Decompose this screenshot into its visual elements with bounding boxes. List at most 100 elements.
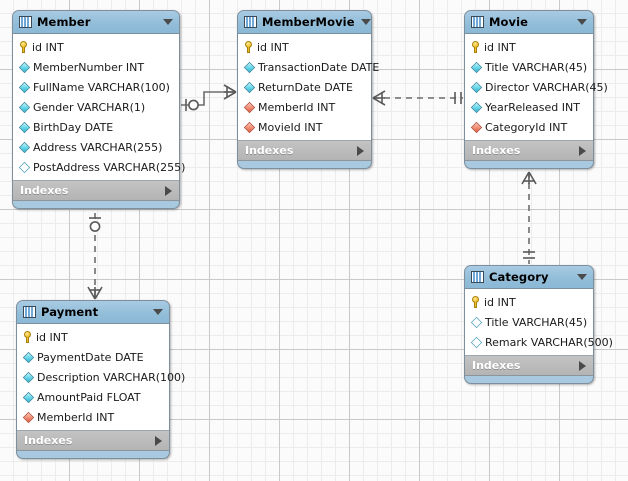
fk-diamond-icon (243, 121, 256, 133)
indexes-label: Indexes (24, 434, 73, 447)
column-row[interactable]: Address VARCHAR(255) (13, 137, 179, 157)
entity-header-category[interactable]: Category (465, 266, 593, 289)
hollow-diamond-icon (470, 316, 483, 328)
column-label: MovieId INT (258, 120, 323, 134)
chevron-down-icon[interactable] (153, 309, 163, 315)
column-label: MemberId INT (37, 410, 115, 424)
column-row[interactable]: Remark VARCHAR(500) (465, 332, 613, 352)
column-row[interactable]: FullName VARCHAR(100) (13, 77, 179, 97)
table-icon (244, 16, 257, 28)
column-label: TransactionDate DATE (258, 60, 380, 74)
chevron-right-icon[interactable] (357, 145, 364, 156)
column-row[interactable]: BirthDay DATE (13, 117, 179, 137)
column-row[interactable]: MemberNumber INT (13, 57, 179, 77)
column-label: PostAddress VARCHAR(255) (33, 160, 186, 174)
entity-member[interactable]: Member id INT MemberNumber INT FullName … (12, 10, 185, 209)
column-label: FullName VARCHAR(100) (33, 80, 170, 94)
indexes-section[interactable]: Indexes (465, 356, 593, 376)
column-label: id INT (484, 295, 516, 309)
column-row[interactable]: MemberId INT (17, 407, 169, 427)
column-row[interactable]: PaymentDate DATE (17, 347, 169, 367)
column-label: Title VARCHAR(45) (485, 60, 588, 74)
fk-diamond-icon (243, 101, 256, 113)
column-row[interactable]: Director VARCHAR(45) (465, 77, 608, 97)
entity-category[interactable]: Category id INT Title VARCHAR(45) Remark… (464, 265, 613, 384)
diamond-icon (18, 121, 31, 133)
entity-title: MemberMovie (262, 15, 355, 29)
column-label: id INT (32, 40, 64, 54)
entity-title: Member (37, 15, 91, 29)
column-row[interactable]: CategoryId INT (465, 117, 593, 137)
column-row[interactable]: AmountPaid FLOAT (17, 387, 169, 407)
key-icon (471, 41, 481, 53)
chevron-down-icon[interactable] (163, 19, 173, 25)
entity-title: Movie (489, 15, 529, 29)
chevron-right-icon[interactable] (579, 145, 586, 156)
column-row[interactable]: Title VARCHAR(45) (465, 57, 593, 77)
diamond-icon (470, 81, 483, 93)
column-label: AmountPaid FLOAT (37, 390, 141, 404)
entity-header-membermovie[interactable]: MemberMovie (238, 11, 371, 34)
chevron-down-icon[interactable] (577, 274, 587, 280)
diamond-icon (18, 61, 31, 73)
diamond-icon (243, 61, 256, 73)
entity-columns-movie: id INT Title VARCHAR(45) Director VARCHA… (465, 34, 608, 141)
column-label: YearReleased INT (485, 100, 580, 114)
column-row[interactable]: id INT (238, 37, 371, 57)
column-label: MemberId INT (258, 100, 336, 114)
fk-diamond-icon (470, 121, 483, 133)
column-row[interactable]: YearReleased INT (465, 97, 593, 117)
table-icon (471, 16, 484, 28)
column-row[interactable]: Description VARCHAR(100) (17, 367, 185, 387)
column-row[interactable]: id INT (17, 327, 169, 347)
column-label: Title VARCHAR(45) (485, 315, 588, 329)
key-icon (244, 41, 254, 53)
indexes-section[interactable]: Indexes (13, 181, 179, 201)
indexes-label: Indexes (472, 359, 521, 372)
column-row[interactable]: id INT (13, 37, 179, 57)
diamond-icon (22, 371, 35, 383)
hollow-diamond-icon (18, 161, 31, 173)
diamond-icon (18, 81, 31, 93)
entity-header-movie[interactable]: Movie (465, 11, 593, 34)
column-row[interactable]: Title VARCHAR(45) (465, 312, 593, 332)
relationship-member-to-membermovie[interactable] (181, 84, 237, 111)
column-label: BirthDay DATE (33, 120, 114, 134)
column-row[interactable]: MovieId INT (238, 117, 371, 137)
indexes-section[interactable]: Indexes (238, 141, 371, 161)
key-icon (471, 296, 481, 308)
diamond-icon (18, 141, 31, 153)
column-row[interactable]: Gender VARCHAR(1) (13, 97, 179, 117)
column-row[interactable]: id INT (465, 37, 593, 57)
chevron-down-icon[interactable] (577, 19, 587, 25)
entity-columns-payment: id INT PaymentDate DATE Description VARC… (17, 324, 185, 431)
entity-columns-member: id INT MemberNumber INT FullName VARCHAR… (13, 34, 185, 181)
chevron-right-icon[interactable] (579, 360, 586, 371)
entity-movie[interactable]: Movie id INT Title VARCHAR(45) Director … (464, 10, 608, 169)
entity-columns-membermovie: id INT TransactionDate DATE ReturnDate D… (238, 34, 379, 141)
column-row[interactable]: id INT (465, 292, 593, 312)
entity-header-member[interactable]: Member (13, 11, 179, 34)
indexes-section[interactable]: Indexes (17, 431, 169, 451)
indexes-label: Indexes (20, 184, 69, 197)
relationship-member-to-payment[interactable] (87, 213, 103, 300)
column-label: MemberNumber INT (33, 60, 145, 74)
relationship-membermovie-to-movie[interactable] (372, 90, 463, 106)
column-row[interactable]: ReturnDate DATE (238, 77, 371, 97)
chevron-right-icon[interactable] (165, 185, 172, 196)
indexes-label: Indexes (472, 144, 521, 157)
column-row[interactable]: PostAddress VARCHAR(255) (13, 157, 185, 177)
column-label: Director VARCHAR(45) (485, 80, 608, 94)
fk-diamond-icon (22, 411, 35, 423)
chevron-down-icon[interactable] (360, 19, 371, 25)
entity-membermovie[interactable]: MemberMovie id INT TransactionDate DATE … (237, 10, 379, 169)
chevron-right-icon[interactable] (155, 435, 162, 446)
column-row[interactable]: MemberId INT (238, 97, 371, 117)
column-row[interactable]: TransactionDate DATE (238, 57, 379, 77)
entity-payment[interactable]: Payment id INT PaymentDate DATE Descript… (16, 300, 185, 459)
indexes-section[interactable]: Indexes (465, 141, 593, 161)
relationship-movie-to-category[interactable] (521, 171, 537, 264)
entity-header-payment[interactable]: Payment (17, 301, 169, 324)
diamond-icon (18, 101, 31, 113)
